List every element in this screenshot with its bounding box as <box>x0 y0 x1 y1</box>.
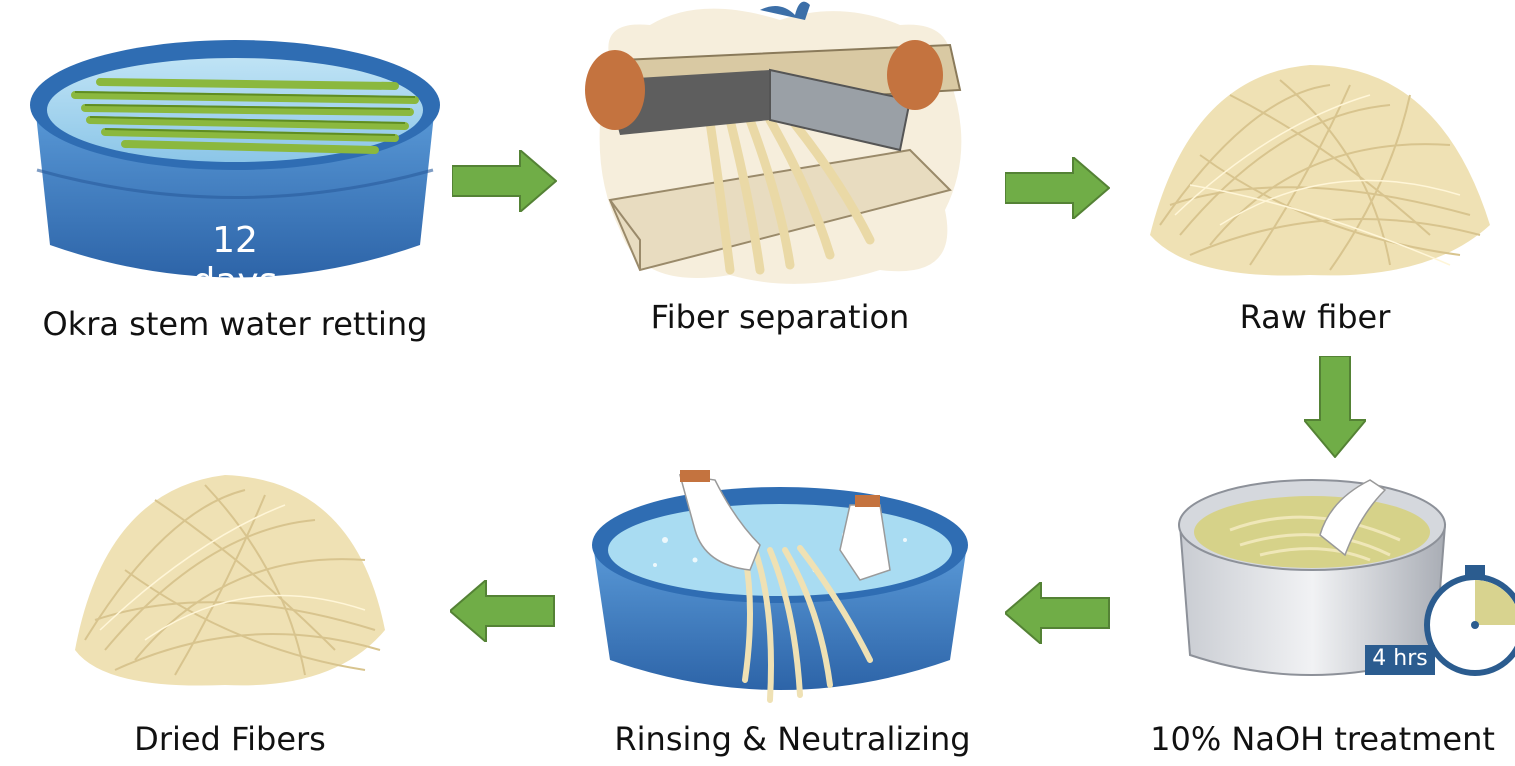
step-label-retting: Okra stem water retting <box>42 305 428 343</box>
step-label-naoh: 10% NaOH treatment <box>1150 720 1495 758</box>
step-label-separation: Fiber separation <box>650 298 910 336</box>
arrow-down-icon <box>1304 356 1366 458</box>
retting-tub-image: 12 days <box>15 20 455 302</box>
duration-badge: 12 days <box>192 220 278 302</box>
step-label-rinsing: Rinsing & Neutralizing <box>614 720 971 758</box>
arrow-left-icon <box>450 580 555 642</box>
arrow-left-icon <box>1005 582 1110 644</box>
duration-badge: 4 hrs <box>1372 646 1428 671</box>
step-label-raw-fiber: Raw fiber <box>1239 298 1391 336</box>
arrow-right-icon <box>452 150 557 212</box>
raw-fiber-image <box>1130 35 1500 295</box>
naoh-treatment-image: 4 hrs <box>1170 460 1515 700</box>
fiber-separation-image <box>580 0 980 300</box>
dried-fibers-image <box>65 460 395 700</box>
step-label-dried: Dried Fibers <box>134 720 326 758</box>
arrow-right-icon <box>1005 157 1110 219</box>
rinsing-tub-image <box>585 470 975 705</box>
